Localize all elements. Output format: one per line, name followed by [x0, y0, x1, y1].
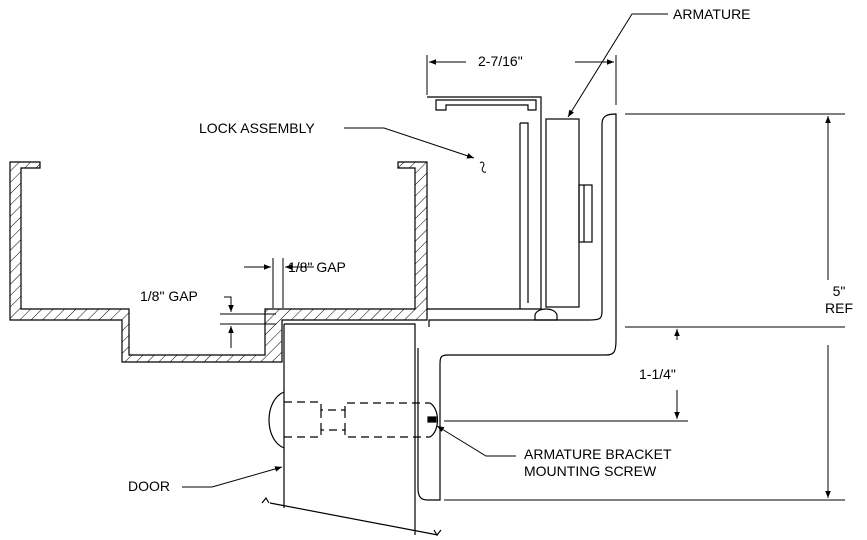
mounting-screw-label-line2: MOUNTING SCREW — [524, 463, 657, 479]
mounting-screw — [284, 401, 430, 438]
lock-assembly-housing — [427, 96, 542, 310]
door-label: DOOR — [128, 478, 170, 494]
armature-label: ARMATURE — [673, 6, 751, 22]
left-gap-label: 1/8" GAP — [140, 288, 198, 304]
height-dimension-ref: REF — [825, 300, 853, 316]
dimension-lines — [224, 59, 831, 498]
offset-dimension-label: 1-1/4" — [639, 366, 676, 382]
mounting-screw-label: ARMATURE BRACKET MOUNTING SCREW — [524, 446, 672, 480]
screw-slot — [427, 416, 437, 423]
width-dimension-label: 2-7/16" — [478, 53, 523, 69]
armature-plate — [545, 118, 593, 308]
extension-lines — [220, 55, 845, 501]
top-gap-label: 1/8" GAP — [288, 259, 346, 275]
leader-lines — [182, 13, 668, 488]
door-frame — [9, 161, 428, 363]
mounting-screw-label-line1: ARMATURE BRACKET — [524, 446, 672, 462]
height-dimension-label: 5" REF — [814, 283, 864, 317]
lock-assembly-label: LOCK ASSEMBLY — [199, 120, 315, 136]
height-dimension-value: 5" — [832, 283, 846, 299]
armature-bracket — [417, 113, 617, 501]
mounting-stud — [534, 308, 558, 321]
screw-tip — [429, 402, 439, 438]
door-leaf — [261, 323, 442, 537]
screw-head — [268, 391, 285, 449]
